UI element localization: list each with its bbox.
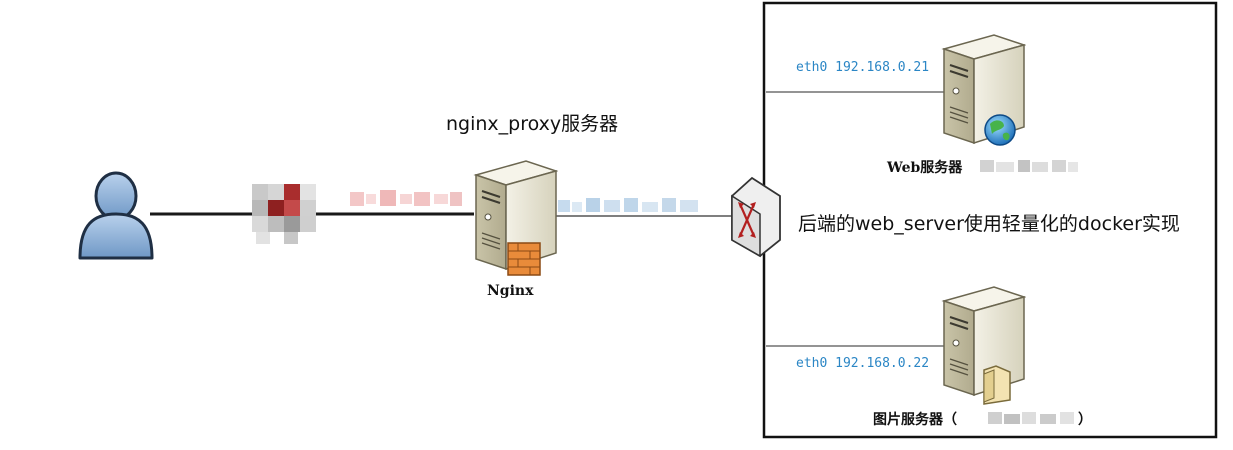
image-server-eth: eth0 192.168.0.22: [796, 356, 930, 371]
image-server-label-close: ）: [1078, 412, 1092, 428]
switch-icon: [731, 176, 781, 258]
image-server-label: 图片服务器（: [873, 412, 957, 428]
user-icon: [78, 171, 154, 260]
web-server-eth: eth0 192.168.0.21: [796, 60, 930, 75]
redacted-text-right: [558, 198, 698, 212]
redacted-text-left: [350, 190, 462, 206]
redacted-block-left: [252, 184, 316, 244]
nginx-server-icon: [474, 160, 558, 276]
web-server-icon: [942, 34, 1026, 146]
backend-note: 后端的web_server使用轻量化的docker实现: [798, 213, 1180, 235]
image-server-icon: [942, 286, 1026, 405]
folder-icon: [983, 365, 1011, 405]
redacted-image-ip: [988, 412, 1074, 424]
redacted-web-ip: [980, 160, 1078, 172]
web-server-label: Web服务器: [887, 160, 963, 176]
firewall-icon: [507, 242, 541, 276]
proxy-title: nginx_proxy服务器: [446, 113, 619, 135]
nginx-label: Nginx: [487, 283, 534, 299]
globe-icon: [984, 114, 1016, 146]
